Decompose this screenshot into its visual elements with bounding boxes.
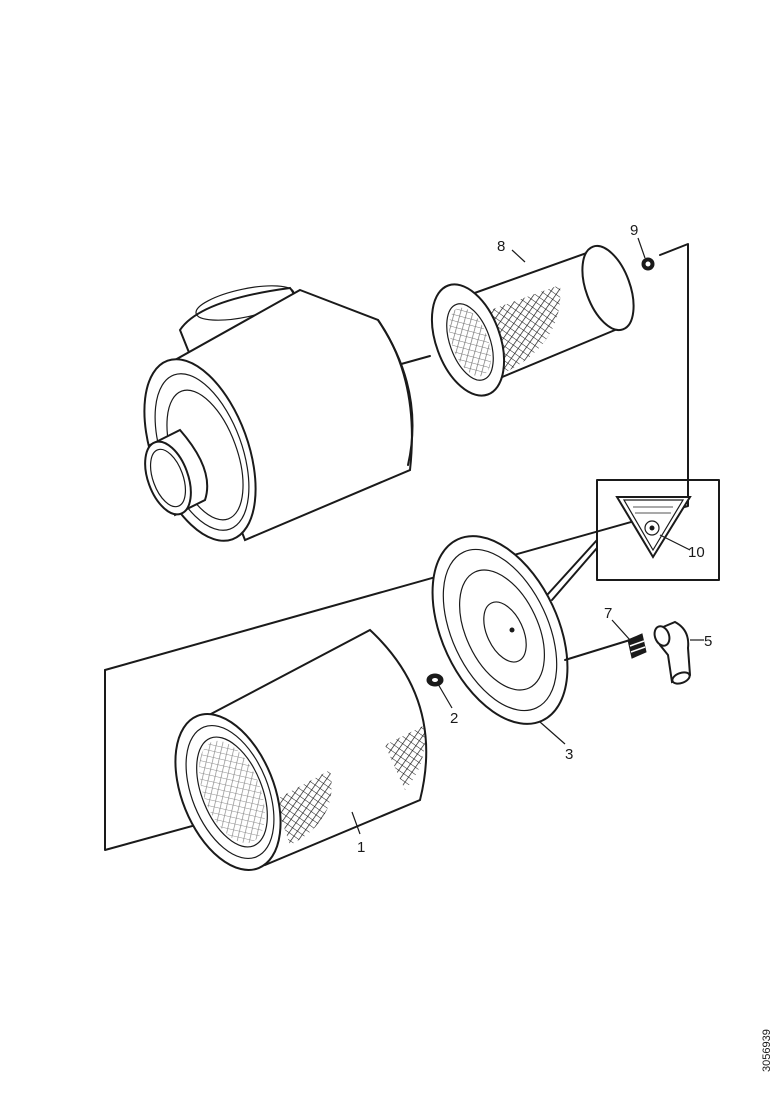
- main-filter-element: [174, 628, 428, 871]
- safety-filter-element: [430, 244, 635, 397]
- callout-7: 7: [604, 605, 612, 622]
- callout-5: 5: [704, 633, 712, 650]
- callout-10: 10: [688, 544, 705, 561]
- warning-label-inset: [547, 479, 720, 601]
- leader-lines: [351, 237, 704, 835]
- filter-housing: [143, 285, 414, 542]
- callout-3: 3: [565, 746, 573, 763]
- document-number: 3056939: [761, 1029, 773, 1072]
- filter-cover: [431, 535, 631, 725]
- valve-fitting-7: [627, 633, 647, 659]
- nut-9: [641, 257, 655, 271]
- callout-9: 9: [630, 222, 638, 239]
- wing-nut-2: [426, 673, 444, 687]
- callout-1: 1: [357, 839, 365, 856]
- dust-valve-5: [653, 620, 692, 685]
- callout-2: 2: [450, 710, 458, 727]
- callout-8: 8: [497, 238, 505, 255]
